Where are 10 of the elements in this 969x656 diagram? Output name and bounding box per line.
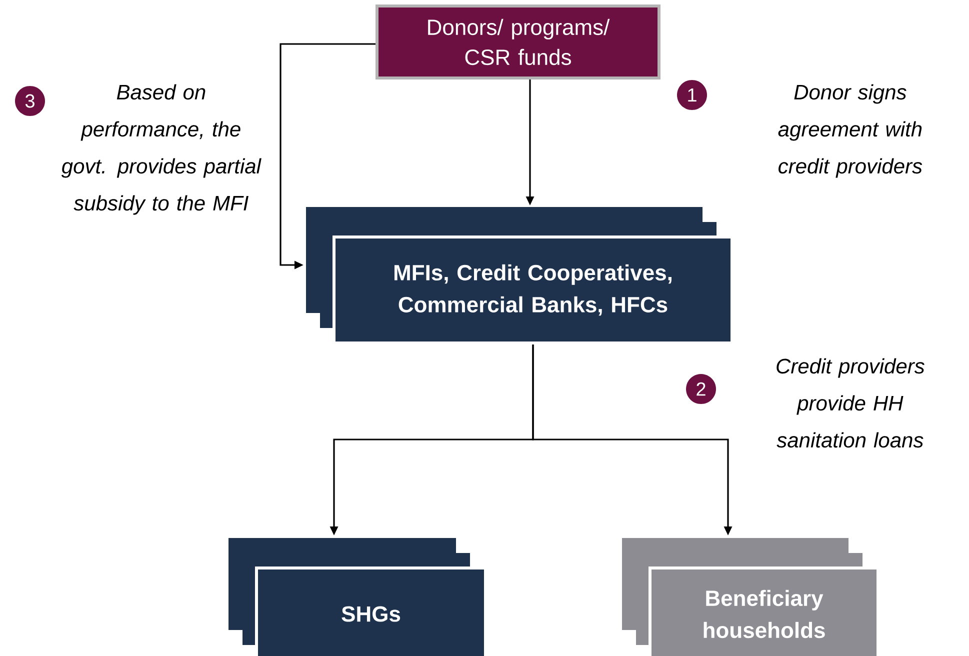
step-number: 1	[677, 80, 707, 110]
step-description: Credit providers provide HH sanitation loans	[776, 358, 924, 448]
stacked-box: MFIs, Credit Cooperatives, Commercial Banks, HFCs	[306, 207, 734, 344]
step-number: 2	[686, 374, 716, 404]
stacked-box: Beneficiary households	[622, 538, 880, 656]
step-description: Donor signs agreement with credit providers	[778, 84, 922, 178]
step-description: Based on performance, the govt. provides partial subsidy to the MFI	[61, 84, 262, 215]
stacked-box: SHGs	[228, 538, 487, 656]
step-number: 3	[15, 86, 45, 116]
funder-box: Donors/ programs/ CSR funds	[376, 4, 660, 80]
